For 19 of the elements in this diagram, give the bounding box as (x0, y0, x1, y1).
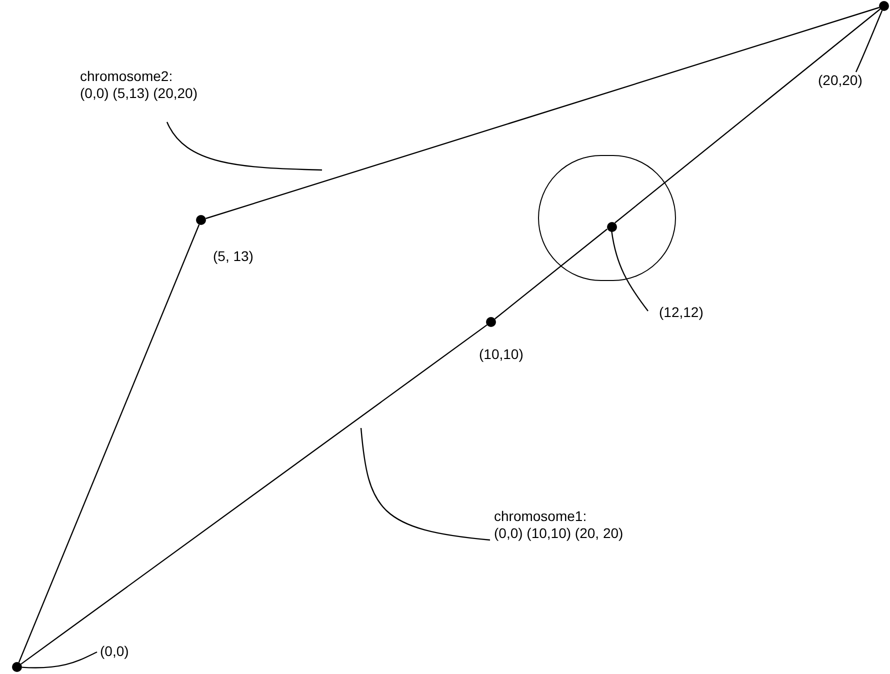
point-label: (0,0) (10,10) (20, 20) (494, 525, 624, 542)
point-label: (12,12) (659, 304, 704, 321)
leader-line (611, 230, 648, 312)
leader-line (166, 122, 322, 171)
leader-line (855, 10, 883, 72)
leader-line (360, 428, 490, 541)
point-label: (10,10) (479, 346, 524, 363)
line-segment (206, 6, 880, 220)
point-label: (5, 13) (213, 248, 254, 265)
label-heading: chromosome1: (494, 508, 588, 525)
label-heading: chromosome2: (80, 68, 174, 85)
point-label: (0,0) (100, 643, 129, 660)
line-segment (494, 228, 608, 320)
point-label: (20,20) (818, 72, 862, 89)
line-segment (18, 224, 200, 663)
line-segment (20, 324, 488, 665)
line-segment (614, 8, 880, 224)
point-label: (0,0) (5,13) (20,20) (80, 85, 198, 102)
leader-line (22, 651, 98, 668)
